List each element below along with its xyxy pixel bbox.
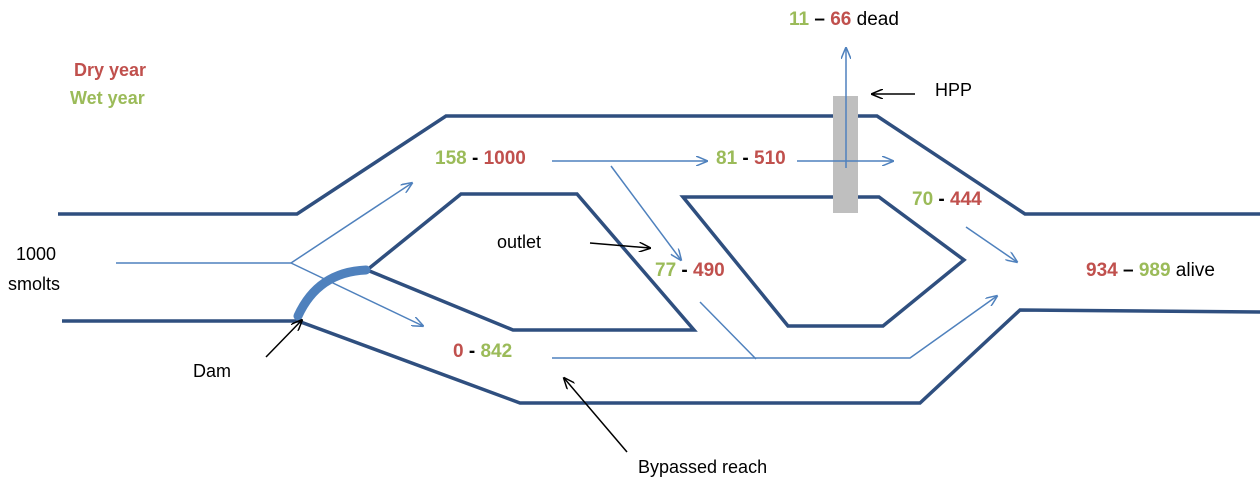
river-bank-bottom [62,308,1260,405]
bypassed-reach-label: Bypassed reach [638,457,767,477]
legend-dry: Dry year [74,60,146,80]
flow-arrow-hpp-out [965,226,1017,262]
count-bypass: 0 - 842 [453,341,512,362]
count-upper-left: 158 - 1000 [435,148,526,169]
start-unit: smolts [8,274,60,294]
legend-wet: Wet year [70,88,145,108]
flow-arrow-lower [290,262,423,326]
pointer-outlet [589,243,650,248]
count-dead: 11 – 66 dead [789,9,899,30]
river-bank-top [58,114,1260,216]
count-alive: 934 – 989 alive [1086,260,1215,281]
pointer-dam [265,320,302,358]
count-upper-mid: 81 - 510 [716,148,786,169]
dam [293,265,371,321]
flow-arrow-outlet [610,165,681,260]
flow-arrow-outlet-down [699,301,757,360]
island-left [363,192,698,332]
count-outlet: 77 - 490 [655,260,725,281]
count-hpp-out: 70 - 444 [912,189,982,210]
dam-label: Dam [193,361,231,381]
pointer-bypass [564,378,628,453]
flow-arrow-upper [290,183,412,264]
flow-arrow-bypass [552,296,997,359]
outlet-label: outlet [497,232,541,252]
start-count: 1000 [16,244,56,264]
hpp-label: HPP [935,80,972,100]
island-right [679,195,967,328]
